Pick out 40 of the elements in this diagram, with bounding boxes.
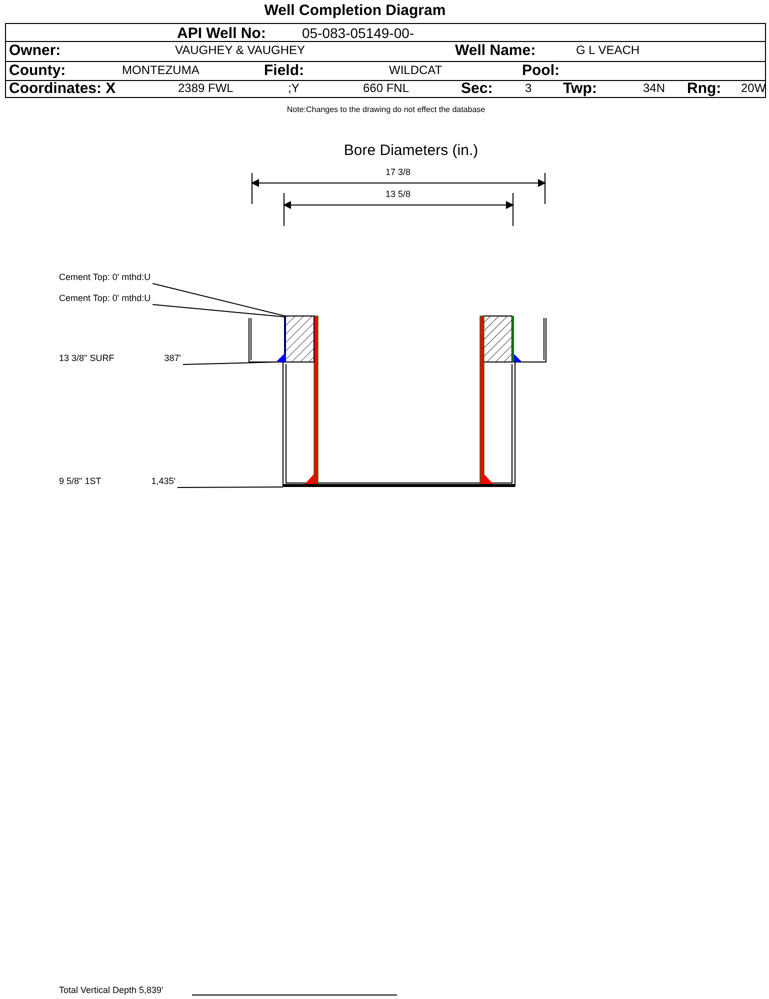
- dimension-value: 13 5/8: [385, 190, 411, 199]
- field-value: ;Y: [288, 82, 300, 94]
- depth-value: 387': [164, 353, 181, 363]
- diagram-title: Well Completion Diagram: [264, 3, 446, 18]
- field-value: G L VEACH: [576, 44, 640, 56]
- leader-line: [152, 304, 286, 318]
- field-label: Twp:: [563, 81, 597, 96]
- leader-line: [176, 486, 284, 488]
- field-label: Sec:: [461, 81, 493, 96]
- field-value: VAUGHEY & VAUGHEY: [175, 44, 306, 56]
- field-value: 660 FNL: [363, 82, 410, 94]
- field-label: Rng:: [687, 81, 722, 96]
- leader-line: [152, 283, 286, 316]
- field-value: 20W: [741, 82, 766, 94]
- field-value: WILDCAT: [389, 64, 442, 76]
- field-value: 34N: [643, 82, 666, 94]
- casing-label: 13 3/8" SURF: [59, 353, 114, 363]
- leader-line: [182, 362, 276, 365]
- leader-label: Cement Top: 0' mthd:U: [59, 294, 151, 303]
- field-label: Well Name:: [455, 43, 536, 58]
- field-label: County:: [9, 63, 66, 78]
- depth-label: Total Vertical Depth 5,839': [59, 986, 164, 995]
- casing-shoe: [276, 352, 286, 362]
- cement-fill: [284, 316, 314, 362]
- casing-label: 9 5/8" 1ST: [59, 476, 102, 486]
- note-text: Note:Changes to the drawing do not effect the database: [286, 106, 486, 114]
- field-label: Owner:: [9, 43, 61, 58]
- field-value: 05-083-05149-00-: [302, 26, 414, 40]
- bore-bottom: [283, 484, 515, 487]
- field-label: Pool:: [522, 63, 560, 78]
- dimension-value: 17 3/8: [385, 168, 411, 177]
- field-label: Coordinates: X: [9, 81, 116, 96]
- leader-label: Cement Top: 0' mthd:U: [59, 273, 151, 282]
- field-label: Field:: [264, 63, 304, 78]
- field-value: 3: [525, 82, 532, 94]
- dimension-heading: Bore Diameters (in.): [344, 143, 478, 158]
- field-value: 2389 FWL: [178, 82, 234, 94]
- field-value: MONTEZUMA: [122, 64, 200, 76]
- field-label: API Well No:: [177, 26, 266, 41]
- depth-value: 1,435': [151, 476, 176, 486]
